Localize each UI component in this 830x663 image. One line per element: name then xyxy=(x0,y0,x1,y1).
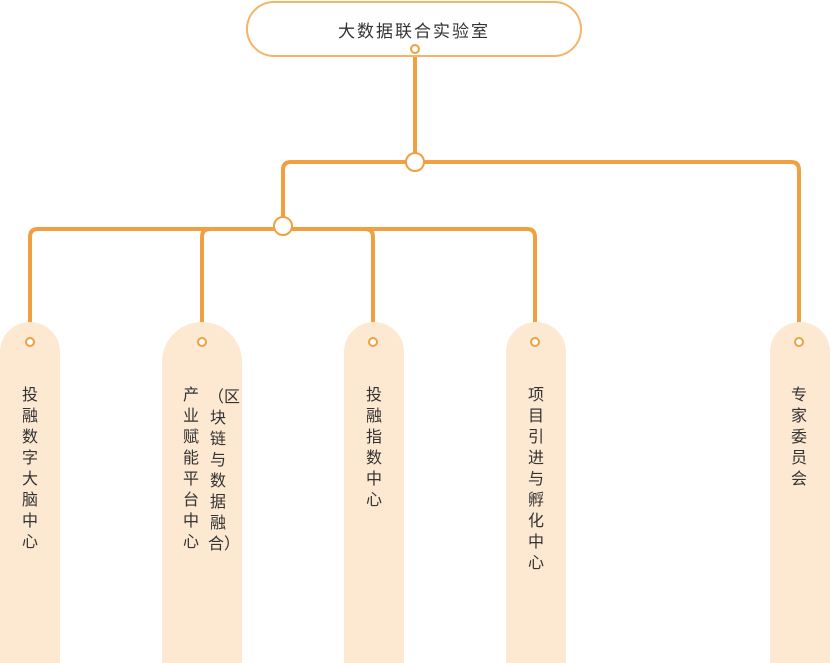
junction-lower xyxy=(273,216,293,236)
branch-label-incubation: 项目引进与孵化中心 xyxy=(527,385,544,572)
root-node-label: 大数据联合实验室 xyxy=(338,21,490,42)
branch-label-brain: 投融数字大脑中心 xyxy=(21,385,38,551)
junction-upper xyxy=(405,152,425,172)
branch-sublabel-platform: （区块链与数据融合） xyxy=(208,387,241,553)
branch-node-committee xyxy=(770,322,830,663)
connector-lower-bar xyxy=(28,227,537,344)
branch-node-brain xyxy=(0,322,60,663)
branch-node-platform xyxy=(162,322,242,663)
connector-drop-index xyxy=(363,227,375,344)
branch-label-committee: 专家委员会 xyxy=(790,385,807,488)
connector-upper-bar xyxy=(281,160,801,344)
branch-label-index: 投融指数中心 xyxy=(365,385,382,509)
connector-drop-platform xyxy=(200,227,212,344)
root-node-box: 大数据联合实验室 xyxy=(246,1,582,57)
branch-node-incubation xyxy=(506,322,566,663)
branch-label-platform: 产业赋能平台中心 xyxy=(182,385,199,551)
branch-node-index xyxy=(344,322,404,663)
